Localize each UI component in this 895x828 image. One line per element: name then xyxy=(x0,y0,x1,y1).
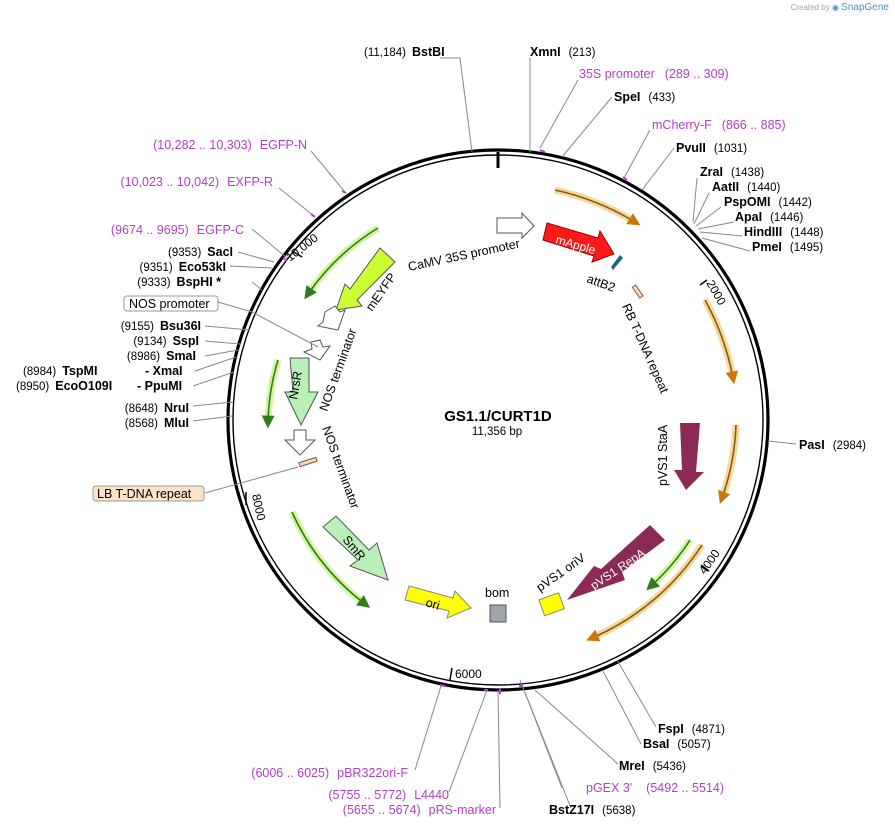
smr-arrow xyxy=(322,515,389,581)
ori-label: ori xyxy=(424,595,441,612)
camv-35s-promoter-arrow xyxy=(496,211,535,240)
credit-brand: SnapGene xyxy=(841,2,889,13)
primer-pgex-3: pGEX 3'(5492 .. 5514) xyxy=(586,781,724,795)
enzyme-pmei: PmeI(1495) xyxy=(752,240,823,254)
bom-mark xyxy=(489,604,507,623)
enzyme-aatii: AatII(1440) xyxy=(712,180,781,194)
nos-promoter-arrow xyxy=(316,305,346,331)
enzyme-mrei: MreI(5436) xyxy=(619,759,686,773)
primer-pbr322ori-f: (6006 .. 6025)pBR322ori-F xyxy=(251,766,408,780)
nos-terminator-label-1: NOS terminator xyxy=(317,327,360,413)
primer-l4440: (5755 .. 5772)L4440 xyxy=(328,788,449,802)
primer-exfp-r: (10,023 .. 10,042)EXFP-R xyxy=(120,175,273,189)
enzyme-pspomi: PspOMI(1442) xyxy=(724,195,812,209)
nos-terminator-label-2: NOS terminator xyxy=(319,424,362,510)
primer-35s-promoter: 35S promoter(289 .. 309) xyxy=(579,67,729,81)
enzyme-saci: (9353)SacI xyxy=(168,245,233,259)
credit-prefix: Created by xyxy=(790,3,830,12)
enzyme-apai: ApaI(1446) xyxy=(735,210,804,224)
enzyme-sspi: (9134)SspI xyxy=(133,334,199,348)
tick-label-8000: 8000 xyxy=(249,493,268,522)
primer-prs-marker: (5655 .. 5674)pRS-marker xyxy=(343,803,496,817)
lb-tdna-repeat-mark xyxy=(298,456,318,468)
orf-arc-green-2 xyxy=(291,511,371,608)
orf-arc-2 xyxy=(704,299,739,385)
pvs1-staa-label: pVS1 StaA xyxy=(656,424,670,486)
enzyme-bsai: BsaI(5057) xyxy=(643,737,711,751)
enzyme-bsphi: (9333)BspHI * xyxy=(137,275,221,289)
plasmid-name: GS1.1/CURT1D xyxy=(444,408,552,425)
enzyme-bstbi: (11,184)BstBI xyxy=(364,45,445,59)
rb-tdna-repeat-mark xyxy=(631,284,644,299)
nos-terminator-arrow-1 xyxy=(302,339,332,361)
orf-arc-1 xyxy=(554,189,641,226)
meyfp-arrow xyxy=(335,247,396,311)
mapple-arrow xyxy=(542,222,615,263)
enzyme-nrui: (8648)NruI xyxy=(125,401,189,415)
primer-egfp-n: (10,282 .. 10,303)EGFP-N xyxy=(153,138,307,152)
pvs1-repa-arrow xyxy=(567,525,665,600)
boxed-labels: NOS promoter LB T-DNA repeat xyxy=(92,295,219,502)
lb-tdna-repeat-label: LB T-DNA repeat xyxy=(97,487,192,501)
orf-arc-4 xyxy=(586,544,703,642)
enzyme-pasi: PasI(2984) xyxy=(799,438,866,452)
enzyme-tspmi: (8984)TspMI xyxy=(23,364,97,378)
nrsr-arrow xyxy=(284,357,319,427)
orf-arc-green-3 xyxy=(261,359,279,429)
nrsr-label: NrsR xyxy=(286,370,305,400)
enzyme-ppumi: - PpuMI xyxy=(137,379,182,393)
primer-egfp-c: (9674 .. 9695)EGFP-C xyxy=(111,223,244,237)
attb2-label: attB2 xyxy=(585,272,617,295)
enzyme-xmni: XmnI(213) xyxy=(530,45,596,59)
enzyme-zrai: ZraI(1438) xyxy=(700,165,764,179)
orf-arc-green-1 xyxy=(646,539,691,591)
snapgene-credit: Created by ◉ SnapGene xyxy=(791,2,889,13)
nos-promoter-label: NOS promoter xyxy=(129,297,210,311)
snapgene-logo-icon: ◉ xyxy=(831,3,839,12)
enzyme-fspi: FspI(4871) xyxy=(658,722,725,736)
pvs1-oriv-mark xyxy=(538,592,566,617)
camv-35s-promoter-label: CaMV 35S promoter xyxy=(407,237,521,274)
primer-ticks xyxy=(282,149,628,694)
orf-arc-green-4 xyxy=(304,227,379,300)
nos-promoter-box xyxy=(123,295,219,312)
enzyme-eco53ki: (9351)Eco53kI xyxy=(139,260,226,274)
lb-tdna-repeat-box xyxy=(92,485,205,502)
attb2-mark xyxy=(611,255,623,270)
orf-arc-3 xyxy=(718,424,737,505)
enzyme-bsu36i: (9155)Bsu36I xyxy=(121,319,201,333)
enzyme-xmai: - XmaI xyxy=(145,364,183,378)
ori-arrow xyxy=(404,585,472,619)
nos-terminator-arrow-2 xyxy=(283,429,317,456)
pvs1-staa-arrow xyxy=(674,423,704,490)
primer-labels: 35S promoter(289 .. 309) mCherry-F(866 .… xyxy=(111,67,786,817)
enzyme-labels: (11,184)BstBI XmnI(213) SpeI(433) PvuII(… xyxy=(16,45,866,817)
enzyme-ecoo109i: (8950)EcoO109I xyxy=(16,379,112,393)
enzyme-bstz17i: BstZ17I(5638) xyxy=(549,803,636,817)
leader-lines xyxy=(192,57,797,809)
plasmid-length: 11,356 bp xyxy=(472,426,522,438)
tick-label-6000: 6000 xyxy=(455,667,482,681)
rb-tdna-repeat-label: RB T-DNA repeat xyxy=(619,302,671,396)
enzyme-hindiii: HindIII(1448) xyxy=(744,225,824,239)
enzyme-pvuii: PvuII(1031) xyxy=(676,141,747,155)
primer-mcherry-f: mCherry-F(866 .. 885) xyxy=(652,118,786,132)
enzyme-smai: (8986)SmaI xyxy=(127,349,196,363)
enzyme-mlui: (8568)MluI xyxy=(125,416,189,430)
enzyme-spei: SpeI(433) xyxy=(614,90,675,104)
bom-label: bom xyxy=(485,586,509,600)
orf-arcs xyxy=(261,186,740,642)
